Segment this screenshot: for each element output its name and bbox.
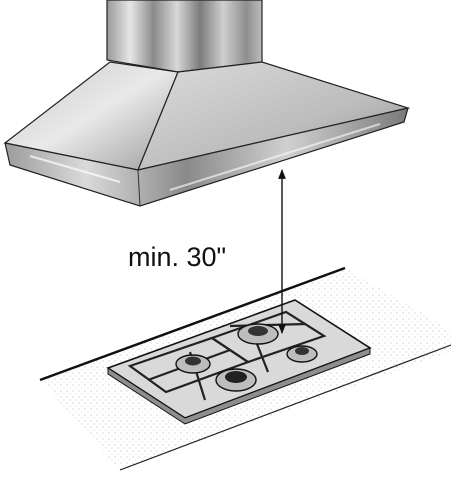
- gas-cooktop: [106, 299, 372, 425]
- range-hood: [3, 0, 411, 207]
- burner-rear-right: [237, 323, 279, 345]
- hood-chimney: [106, 0, 263, 73]
- burner-front-right: [286, 345, 318, 363]
- clearance-dimension-label: min. 30": [128, 242, 226, 272]
- burner-rear-left: [175, 354, 211, 374]
- burner-front-left: [215, 368, 257, 392]
